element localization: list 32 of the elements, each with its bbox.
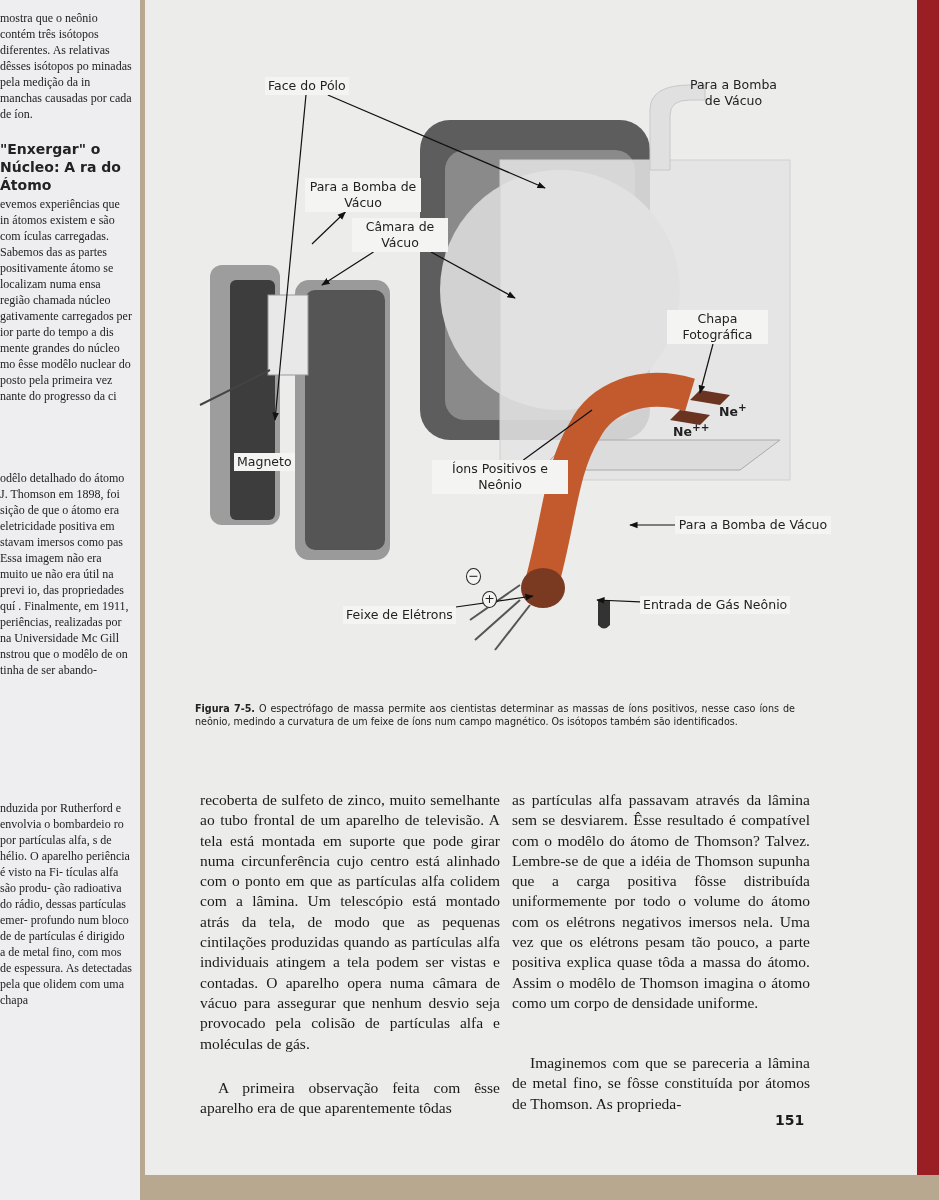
paragraph-text: Imaginemos com que se pareceria a lâmina de metal fino, se fôsse constituída por átomos de Thomson. As proprieda-: [512, 1053, 810, 1114]
callout-label: Para a Bomba de Vácuo: [305, 178, 421, 212]
figure-caption: Figura 7-5. O espectrófago de massa permite aos cientistas determinar as massas de íons positivos, nesse caso íons de neônio, medindo a curvatura de um feixe de íons num campo magnético. Os isótopos também são identificados.: [195, 702, 795, 728]
part-label: Magneto: [234, 453, 295, 471]
leader-line: [522, 409, 593, 461]
leader-arrow: [596, 596, 641, 604]
paragraph-text: nduzida por Rutherford e envolvia o bombardeio ro por partículas alfa, s de hélio. O aparelho periência é visto na Fi- tículas alfa são produ- ção radioativa do rádio, dessas partículas emer- profundo num bloco de de partículas é dirigido a de metal fino, com mos de espessura. As detectadas pela que olidem com uma chapa: [0, 800, 132, 1008]
callout-label: Entrada de Gás Neônio: [640, 596, 791, 614]
ion-label: Ne$^{+}$: [718, 400, 748, 422]
callout-label: Para a Bomba de Vácuo: [675, 516, 831, 534]
callout-label: Chapa Fotográfica: [667, 310, 768, 344]
leader-arrow: [321, 251, 375, 286]
paragraph-text: recoberta de sulfeto de zinco, muito semelhante ao tubo frontal de um aparelho de televisão. A tela está montada em suporte que pode girar numa circunferência cujo centro está alinhado com o ponto em que as partículas alfa colidem com a lâmina. Um telescópio está montado atrás da tela, de modo que as pequenas cintilações produzidas quando as partículas alfa individuais atingem a tela podem ser vistas e contadas. O aparelho opera numa câmara de vácuo para assegurar que nenhum desvio seja provocado pela colisão de partículas alfa e moléculas de gás.: [200, 790, 500, 1054]
paragraph-text: evemos experiências que in átomos existem e são com ículas carregadas. Sabemos das as partes positivamente átomo se localizam numa ensa região chamada núcleo gativamente carregados per ior parte do tempo a dis mente grandes do núcleo mo êsse modêlo nuclear do posto pela primeira vez nante do progresso da ci: [0, 196, 132, 404]
leader-arrow: [327, 94, 546, 189]
section-heading: "Enxergar" o Núcleo: A ra do Átomo: [0, 140, 122, 194]
paragraph-text: mostra que o neônio contém três isótopos diferentes. As relativas dêsses isótopos po minadas pela medição da in manchas causadas por cada de íon.: [0, 10, 132, 122]
paragraph-text: A primeira observação feita com êsse aparelho era de que aparentemente tôdas: [200, 1078, 500, 1119]
paragraph-text: as partículas alfa passavam através da lâmina sem se desviarem. Êsse resultado é compatível com o modêlo do átomo de Thomson? Talvez. Lembre-se de que a idéia de Thomson supunha que a carga positiva fôsse distribuída uniformemente por todo o volume do átomo com os elétrons negativos imersos nela. Uma vez que os elétrons pesam tão pouco, a parte positiva explica quase tôda a massa do átomo. Assim o modêlo de Thomson imagina o átomo como um corpo de densidade uniforme.: [512, 790, 810, 1013]
callout-label: Face do Pólo: [265, 77, 349, 95]
leader-arrow: [455, 593, 534, 608]
callout-label: Íons Positivos e Neônio: [432, 460, 568, 494]
leader-arrow: [272, 94, 307, 421]
callout-label: Feixe de Elétrons: [343, 606, 456, 624]
ion-label: Ne$^{++}$: [672, 420, 711, 442]
paragraph-text: odêlo detalhado do átomo J. Thomson em 1898, foi sição de que o átomo era eletricidade positiva em stavam imersos como pas Essa imagem não era muito ue não era útil na previ io, das propriedades quí . Finalmente, em 1911, periências, realizadas por na Universidade Mc Gill nstrou que o modêlo de on tinha de ser abando-: [0, 470, 130, 678]
leader-arrow: [629, 521, 676, 529]
leader-arrow: [311, 211, 346, 245]
leader-arrow: [698, 343, 714, 394]
callout-label: Câmara de Vácuo: [352, 218, 448, 252]
callout-label: Para a Bomba de Vácuo: [688, 76, 778, 110]
page-number: 151: [775, 1111, 805, 1130]
